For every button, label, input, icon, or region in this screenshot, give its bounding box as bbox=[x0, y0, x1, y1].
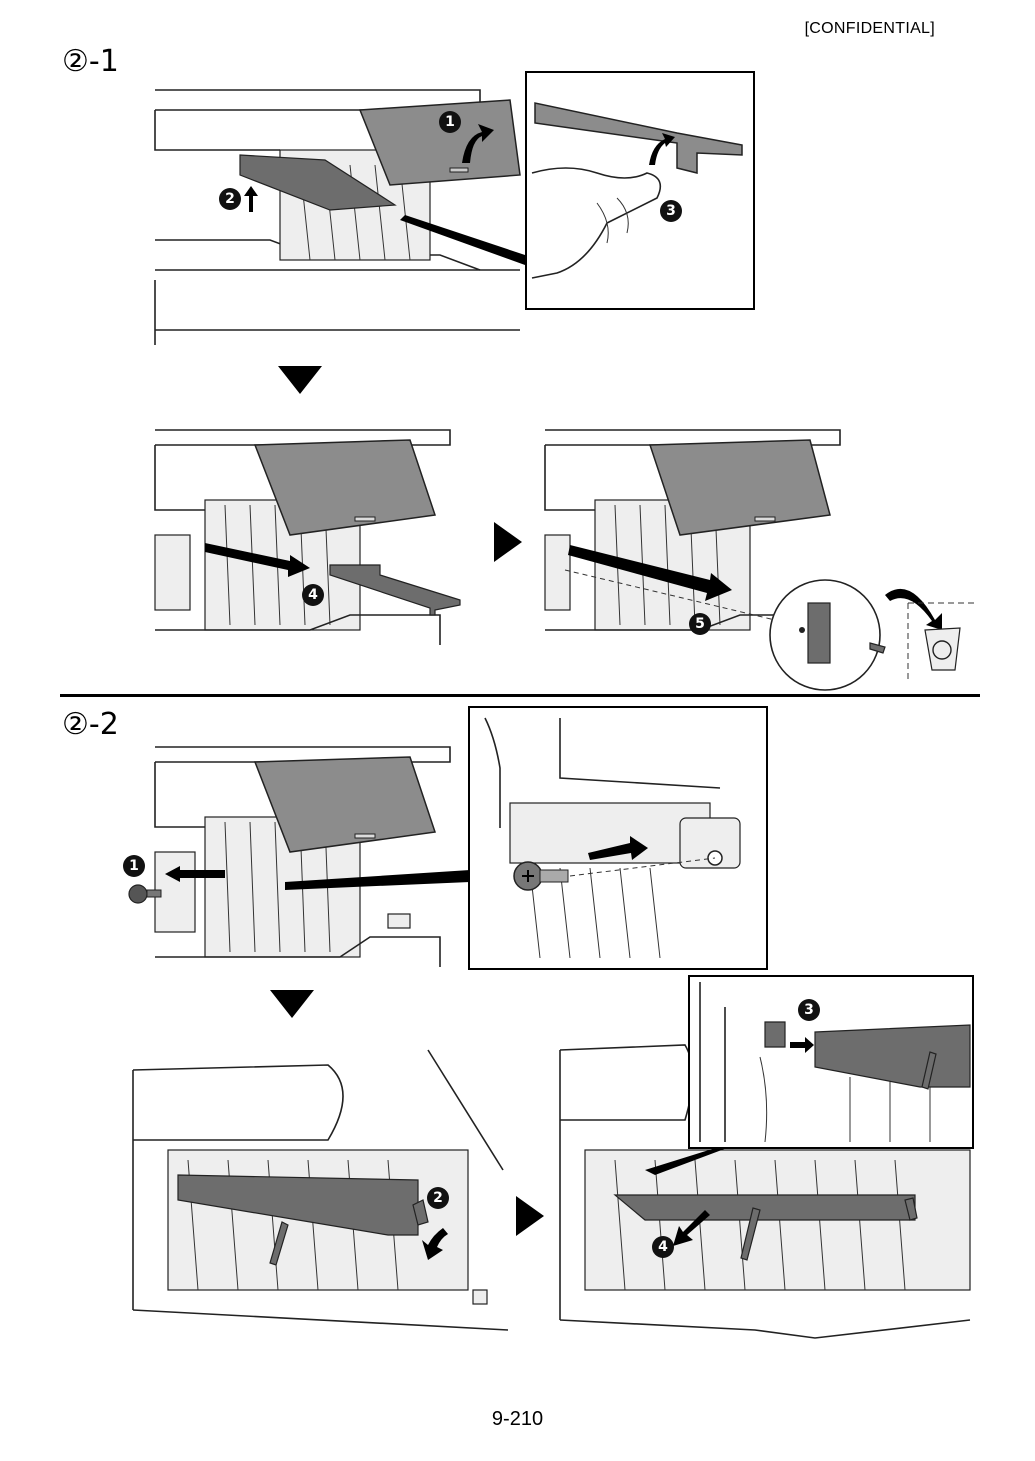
step-badge-1b: 1 bbox=[123, 855, 145, 877]
right-triangle-icon-2 bbox=[516, 1196, 544, 1236]
up-arrow-icon bbox=[244, 186, 258, 212]
step-badge-4: 4 bbox=[302, 584, 324, 606]
section-label-2-1: ②-1 bbox=[62, 44, 119, 79]
detail-box-2-1: 3 bbox=[525, 71, 755, 310]
step-badge-4b: 4 bbox=[652, 1236, 674, 1258]
detail-box-2-2-b: 3 bbox=[688, 975, 974, 1149]
detail-guide-illustration bbox=[699, 982, 971, 1143]
section-divider bbox=[60, 694, 980, 697]
right-triangle-icon bbox=[494, 522, 522, 562]
step-badge-3b: 3 bbox=[798, 999, 820, 1021]
illustration-2-2-c bbox=[559, 1044, 971, 1339]
down-triangle-icon-2 bbox=[270, 990, 314, 1018]
detail-screw-illustration bbox=[484, 717, 741, 959]
step-badge-5: 5 bbox=[689, 613, 711, 635]
down-triangle-icon bbox=[278, 366, 322, 394]
illustration-2-1-b bbox=[154, 429, 461, 645]
illustration-2-2-a bbox=[128, 746, 470, 967]
illustration-2-1-a bbox=[154, 89, 525, 345]
detail-box-2-2-a bbox=[468, 706, 768, 970]
step-badge-1: 1 bbox=[439, 111, 461, 133]
curved-up-arrow-icon bbox=[462, 124, 494, 163]
confidential-label: [CONFIDENTIAL] bbox=[804, 20, 935, 37]
page-number: 9-210 bbox=[491, 1408, 544, 1430]
detail-hand-illustration bbox=[531, 102, 743, 279]
step-badge-2: 2 bbox=[219, 188, 241, 210]
section-label-2-2: ②-2 bbox=[62, 707, 119, 742]
illustration-2-1-c bbox=[544, 429, 975, 691]
step-badge-3: 3 bbox=[660, 200, 682, 222]
illustration-2-2-b bbox=[132, 1049, 509, 1331]
step-badge-2b: 2 bbox=[427, 1187, 449, 1209]
